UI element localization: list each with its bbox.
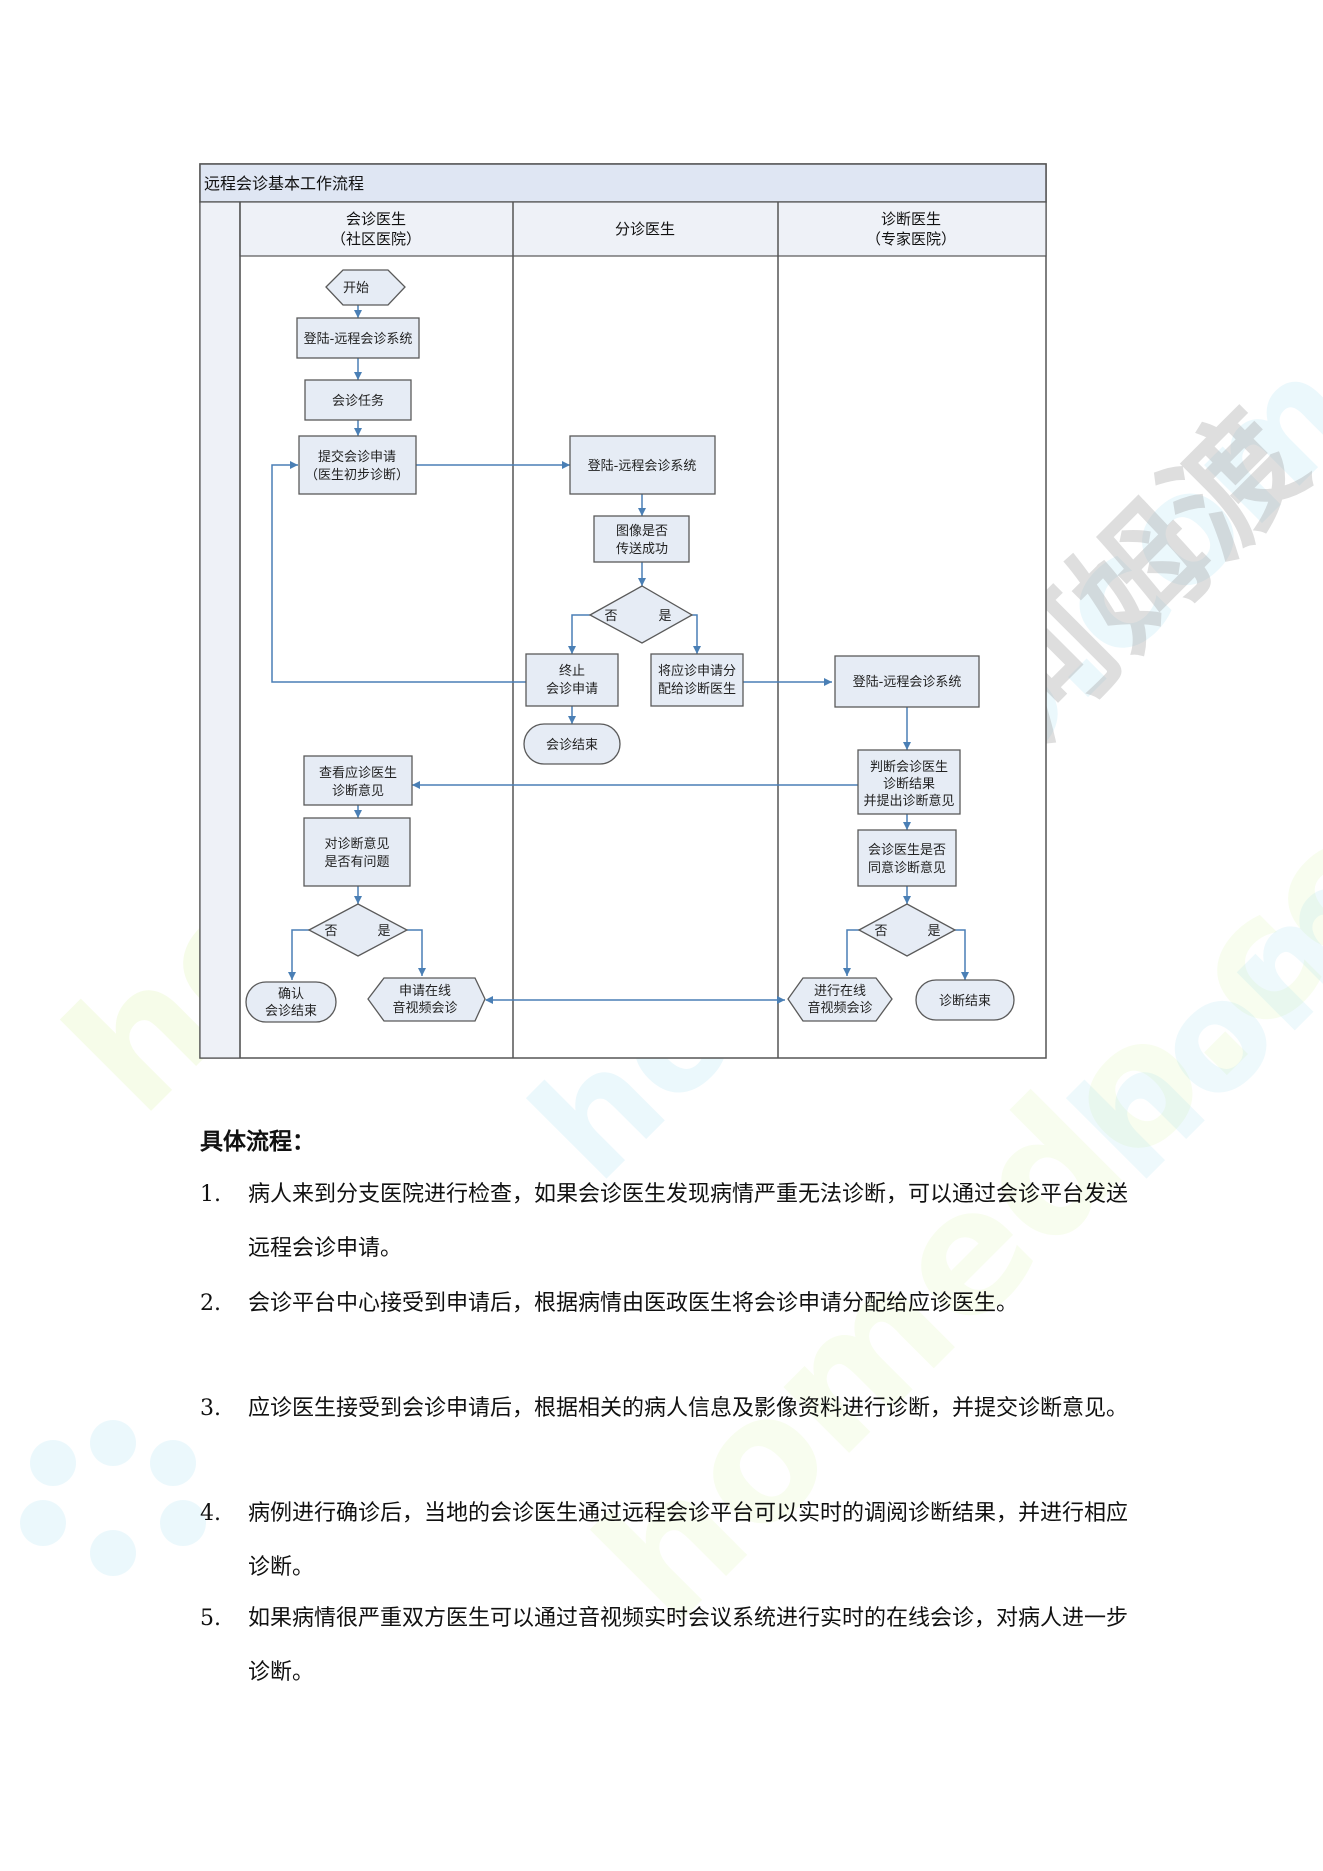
- end-label-1: 会诊结束: [546, 738, 598, 753]
- list-item-number: 4.: [200, 1501, 221, 1526]
- list-item-number: 1.: [200, 1182, 221, 1207]
- assign-node: [650, 653, 744, 707]
- assign-label-2: 配给诊断医生: [658, 682, 736, 697]
- judge-label-3: 并提出诊断意见: [863, 793, 954, 809]
- decision-3-yes-label: 是: [927, 924, 940, 939]
- flowchart-connectors: [271, 305, 969, 1004]
- login-label-2: 登陆-远程会诊系统: [588, 458, 697, 474]
- judge-label-2: 诊断结果: [883, 777, 935, 792]
- list-item: 4. 病例进行确诊后，当地的会诊医生通过远程会诊平台可以实时的调阅诊断结果，并进…: [200, 1487, 1130, 1595]
- start-node: [325, 269, 406, 306]
- list-item-text: 病人来到分支医院进行检查，如果会诊医生发现病情严重无法诊断，可以通过会诊平台发送…: [248, 1182, 1129, 1261]
- terminate-label-2: 会诊申请: [546, 682, 598, 697]
- list-item: 3. 应诊医生接受到会诊申请后，根据相关的病人信息及影像资料进行诊断，并提交诊断…: [200, 1382, 1130, 1436]
- question-label-2: 是否有问题: [324, 855, 389, 870]
- apply-online-label-1: 申请在线: [399, 984, 451, 999]
- login-node-1: [296, 317, 420, 359]
- submit-label-1: 提交会诊申请: [318, 449, 396, 465]
- decision-1-yes-label: 是: [658, 609, 671, 624]
- confirm-end-label-1: 确认: [278, 987, 304, 1002]
- image-check-label-1: 图像是否: [616, 524, 668, 539]
- terminate-node: [525, 653, 619, 707]
- decision-2-yes-label: 是: [377, 924, 390, 939]
- login-node-2: [569, 435, 716, 495]
- end-label-2: 诊断结束: [939, 994, 991, 1009]
- judge-label-1: 判断会诊医生: [870, 760, 948, 775]
- decision-3-no-label: 否: [874, 924, 887, 939]
- list-item-text: 应诊医生接受到会诊申请后，根据相关的病人信息及影像资料进行诊断，并提交诊断意见。: [248, 1396, 1129, 1421]
- list-item-number: 2.: [200, 1291, 221, 1316]
- assign-label-1: 将应诊申请分: [658, 663, 736, 679]
- image-check-node: [593, 515, 690, 563]
- lane-header-diagnosis-doctor: 诊断医生: [881, 210, 941, 228]
- image-check-label-2: 传送成功: [616, 542, 668, 557]
- list-item: 2. 会诊平台中心接受到申请后，根据病情由医政医生将会诊申请分配给应诊医生。: [200, 1277, 1130, 1331]
- submit-node: [298, 435, 417, 495]
- login-label-3: 登陆-远程会诊系统: [853, 674, 962, 690]
- agree-label-1: 会诊医生是否: [868, 843, 946, 858]
- question-label-1: 对诊断意见: [324, 836, 389, 852]
- view-opinion-label-1: 查看应诊医生: [319, 765, 397, 781]
- agree-label-2: 同意诊断意见: [868, 860, 946, 876]
- online-consult-label-2: 音视频会诊: [807, 1000, 872, 1016]
- apply-online-label-2: 音视频会诊: [392, 1000, 457, 1016]
- confirm-end-node: [245, 981, 337, 1023]
- lane-header-consult-doctor-sub: （社区医院）: [331, 230, 421, 248]
- terminate-label-1: 终止: [559, 663, 585, 679]
- flowchart-title: 远程会诊基本工作流程: [204, 174, 364, 193]
- view-opinion-label-2: 诊断意见: [332, 783, 384, 799]
- list-item-text: 如果病情很严重双方医生可以通过音视频实时会议系统进行实时的在线会诊，对病人进一步…: [248, 1606, 1129, 1685]
- lane-header-triage-doctor: 分诊医生: [615, 220, 675, 238]
- decision-node-3: [857, 903, 957, 957]
- login-node-3: [834, 655, 980, 708]
- decision-node-1: [588, 585, 694, 644]
- question-node: [303, 817, 411, 887]
- task-node: [304, 379, 412, 421]
- list-item-text: 病例进行确诊后，当地的会诊医生通过远程会诊平台可以实时的调阅诊断结果，并进行相应…: [248, 1501, 1129, 1580]
- task-label: 会诊任务: [332, 393, 384, 409]
- decision-1-no-label: 否: [604, 609, 617, 624]
- list-item-number: 3.: [200, 1396, 221, 1421]
- section-heading: 具体流程：: [200, 1128, 315, 1155]
- view-opinion-node: [303, 755, 413, 806]
- apply-online-node: [367, 977, 486, 1022]
- online-consult-node: [787, 977, 893, 1022]
- login-label-1: 登陆-远程会诊系统: [304, 331, 413, 347]
- list-item-number: 5.: [200, 1606, 221, 1631]
- lane-header-diagnosis-doctor-sub: （专家医院）: [866, 230, 956, 248]
- agree-node: [857, 829, 957, 887]
- online-consult-label-1: 进行在线: [814, 984, 866, 999]
- list-item: 1. 病人来到分支医院进行检查，如果会诊医生发现病情严重无法诊断，可以通过会诊平…: [200, 1168, 1130, 1276]
- end-node-1: [523, 723, 621, 765]
- confirm-end-label-2: 会诊结束: [265, 1004, 317, 1019]
- lane-header-consult-doctor: 会诊医生: [346, 210, 406, 228]
- end-node-2: [915, 979, 1015, 1021]
- list-item: 5. 如果病情很严重双方医生可以通过音视频实时会议系统进行实时的在线会诊，对病人…: [200, 1592, 1130, 1700]
- judge-node: [857, 749, 961, 815]
- start-label: 开始: [343, 281, 369, 296]
- list-item-text: 会诊平台中心接受到申请后，根据病情由医政医生将会诊申请分配给应诊医生。: [248, 1291, 1019, 1316]
- decision-node-2: [307, 903, 409, 957]
- decision-2-no-label: 否: [324, 924, 337, 939]
- submit-label-2: （医生初步诊断）: [305, 468, 409, 483]
